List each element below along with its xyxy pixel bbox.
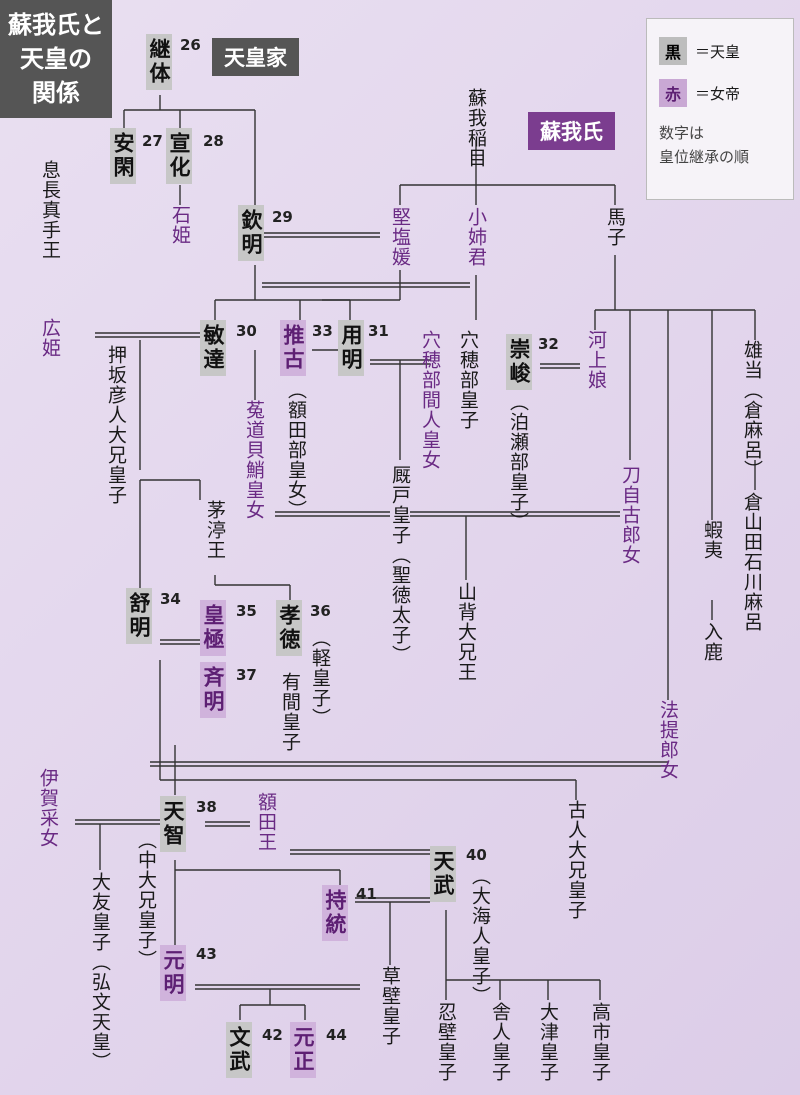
person-osakabe: 忍壁皇子 [435, 1002, 457, 1082]
person-kawakami: 河上娘 [585, 330, 607, 390]
person-furuhito: 古人大兄皇子 [565, 800, 587, 920]
person-uji: 菟道貝鮹皇女 [243, 400, 265, 520]
person-otomo: 大友皇子（弘文天皇） [89, 872, 111, 1072]
person-kuramaro: 雄当（倉麻呂） [741, 340, 763, 480]
person-okinaga: 息長真手王 [39, 160, 61, 260]
number-tenji: 38 [196, 798, 217, 816]
number-senka: 28 [203, 132, 224, 150]
alias-kotoku: （軽皇子） [309, 628, 331, 728]
empress-gensho: 元正 [290, 1022, 316, 1078]
number-genmei: 43 [196, 945, 217, 963]
legend-black-meaning: ＝天皇 [695, 42, 741, 61]
person-oshisaka: 押坂彦人大兄皇子 [105, 345, 127, 505]
number-saimei: 37 [236, 666, 257, 684]
person-kitashihime: 堅塩媛 [389, 207, 411, 267]
person-oanegimi: 小姉君 [465, 207, 487, 267]
person-umayado: 厩戸皇子（聖徳太子） [389, 465, 411, 665]
emperor-yomei: 用明 [338, 320, 364, 376]
number-keitai: 26 [180, 36, 201, 54]
person-anahobe-miko: 穴穂部皇子 [457, 330, 479, 430]
emperor-kinmei: 欽明 [238, 205, 264, 261]
emperor-kotoku: 孝徳 [276, 600, 302, 656]
legend-box: 黒 ＝天皇 赤 ＝女帝 数字は 皇位継承の順 [646, 18, 794, 200]
person-iruka: 入鹿 [701, 622, 723, 662]
person-chinu: 茅渟王 [204, 500, 226, 560]
person-arima: 有間皇子 [279, 672, 301, 752]
person-hirohime: 広姫 [39, 318, 61, 358]
person-hotete: 法提郎女 [657, 700, 679, 780]
emperor-bidatsu: 敏達 [200, 320, 226, 376]
person-yamashiro: 山背大兄王 [455, 582, 477, 682]
person-iname: 蘇我稲目 [465, 88, 487, 168]
emperor-tenji: 天智 [160, 796, 186, 852]
number-kogyoku: 35 [236, 602, 257, 620]
legend-red-swatch: 赤 [659, 79, 688, 107]
person-anahobe-hashihito: 穴穂部間人皇女 [419, 330, 441, 470]
emperor-tenmu: 天武 [430, 846, 456, 902]
person-ishikawamaro: 倉山田石川麻呂 [741, 492, 763, 632]
title-line-2: 天皇の [20, 44, 92, 73]
legend-black-row: 黒 ＝天皇 [659, 37, 781, 65]
alias-sushun: （泊瀬部皇子） [507, 392, 529, 532]
alias-suiko: （額田部皇女） [285, 380, 307, 520]
emperor-ankan: 安閑 [110, 128, 136, 184]
empress-saimei: 斉明 [200, 662, 226, 718]
person-ishihime: 石姫 [169, 205, 191, 245]
person-kusakabe: 草壁皇子 [379, 966, 401, 1046]
legend-note-2: 皇位継承の順 [659, 148, 750, 166]
title-line-3: 関係 [32, 78, 80, 107]
person-emishi: 蝦夷 [701, 520, 723, 560]
emperor-monmu: 文武 [226, 1022, 252, 1078]
empress-kogyoku: 皇極 [200, 600, 226, 656]
diagram-title: 蘇我氏と 天皇の 関係 [0, 0, 112, 118]
person-umako: 馬子 [604, 207, 626, 247]
number-kotoku: 36 [310, 602, 331, 620]
number-tenmu: 40 [466, 846, 487, 864]
emperor-sushun: 崇峻 [506, 334, 532, 390]
legend-red-meaning: ＝女帝 [695, 84, 741, 103]
number-monmu: 42 [262, 1026, 283, 1044]
emperor-keitai: 継体 [146, 34, 172, 90]
number-kinmei: 29 [272, 208, 293, 226]
empress-genmei: 元明 [160, 945, 186, 1001]
number-jomei: 34 [160, 590, 181, 608]
person-takechi: 高市皇子 [589, 1002, 611, 1082]
person-otsu: 大津皇子 [537, 1002, 559, 1082]
person-tojiko: 刀自古郎女 [619, 465, 641, 565]
legend-note-1: 数字は [659, 124, 705, 142]
person-iga: 伊賀采女 [37, 768, 59, 848]
number-ankan: 27 [142, 132, 163, 150]
number-gensho: 44 [326, 1026, 347, 1044]
legend-black-swatch: 黒 [659, 37, 688, 65]
number-suiko: 33 [312, 322, 333, 340]
title-line-1: 蘇我氏と [8, 10, 104, 39]
person-toneri: 舎人皇子 [489, 1002, 511, 1082]
empress-jito: 持統 [322, 885, 348, 941]
alias-tenji: （中大兄皇子） [135, 830, 157, 970]
emperor-jomei: 舒明 [126, 588, 152, 644]
imperial-house-label: 天皇家 [212, 38, 299, 76]
number-yomei: 31 [368, 322, 389, 340]
emperor-senka: 宣化 [166, 128, 192, 184]
soga-clan-label: 蘇我氏 [528, 112, 615, 150]
number-sushun: 32 [538, 335, 559, 353]
alias-tenmu: （大海人皇子） [469, 866, 491, 1006]
legend-red-row: 赤 ＝女帝 [659, 79, 781, 107]
empress-suiko: 推古 [280, 320, 306, 376]
number-jito: 41 [356, 885, 377, 903]
number-bidatsu: 30 [236, 322, 257, 340]
person-nukata: 額田王 [255, 792, 277, 852]
